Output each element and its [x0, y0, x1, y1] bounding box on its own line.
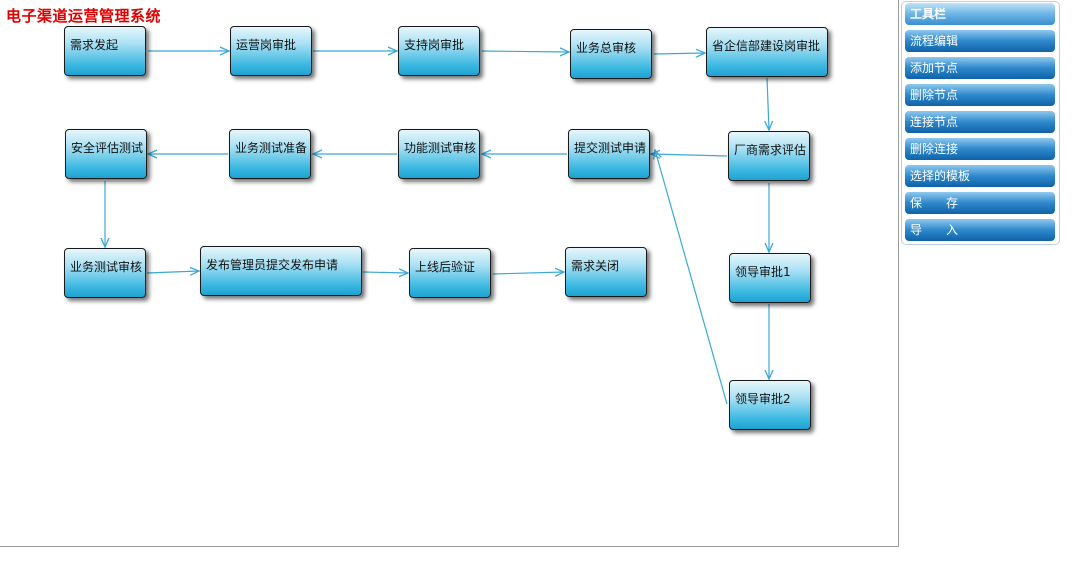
- delete-connection-button[interactable]: 删除连接: [905, 138, 1055, 160]
- edge-layer: [0, 0, 898, 405]
- flow-node[interactable]: 需求发起: [64, 26, 146, 76]
- flow-connector-n16-n7[interactable]: [655, 150, 728, 405]
- flow-node[interactable]: 业务测试准备: [229, 129, 311, 179]
- flow-connector-n3-n4[interactable]: [481, 51, 569, 52]
- flow-node[interactable]: 业务总审核: [570, 29, 652, 79]
- flow-node[interactable]: 运营岗审批: [230, 26, 312, 76]
- toolbar-panel: 工具栏 流程编辑 添加节点 删除节点 连接节点 删除连接 选择的模板 保 存 导…: [901, 1, 1060, 245]
- flow-node[interactable]: 领导审批2: [729, 380, 811, 430]
- flow-connector-n13-n14[interactable]: [492, 272, 564, 274]
- app-title: 电子渠道运营管理系统: [6, 7, 162, 25]
- connect-nodes-button[interactable]: 连接节点: [905, 111, 1055, 133]
- flow-connector-n5-n6[interactable]: [767, 77, 769, 130]
- flow-node[interactable]: 支持岗审批: [398, 26, 480, 76]
- delete-node-button[interactable]: 删除节点: [905, 84, 1055, 106]
- flow-node[interactable]: 省企信部建设岗审批: [706, 27, 828, 77]
- import-button[interactable]: 导 入: [905, 219, 1055, 241]
- selected-template-button[interactable]: 选择的模板: [905, 165, 1055, 187]
- flow-node[interactable]: 领导审批1: [729, 253, 811, 303]
- flow-connector-n11-n12[interactable]: [146, 271, 199, 273]
- flow-node[interactable]: 安全评估测试: [65, 129, 147, 179]
- flow-canvas[interactable]: 电子渠道运营管理系统 需求发起 运营岗审批 支持岗审批 业务总审核 省企信部建设岗审批厂…: [0, 0, 899, 547]
- save-button[interactable]: 保 存: [905, 192, 1055, 214]
- flow-node[interactable]: 功能测试审核: [398, 129, 480, 179]
- flow-node[interactable]: 发布管理员提交发布申请: [200, 246, 362, 296]
- flow-connector-n12-n13[interactable]: [362, 272, 408, 273]
- flow-connector-n4-n5[interactable]: [653, 53, 705, 54]
- flow-connector-n6-n7[interactable]: [651, 154, 728, 156]
- flow-node[interactable]: 提交测试申请: [568, 129, 650, 179]
- edit-flow-button[interactable]: 流程编辑: [905, 30, 1055, 52]
- toolbar-header: 工具栏: [905, 3, 1055, 25]
- add-node-button[interactable]: 添加节点: [905, 57, 1055, 79]
- flow-node[interactable]: 厂商需求评估: [728, 131, 810, 181]
- flow-node[interactable]: 需求关闭: [565, 247, 647, 297]
- flow-node[interactable]: 上线后验证: [409, 248, 491, 298]
- flow-node[interactable]: 业务测试审核: [64, 248, 146, 298]
